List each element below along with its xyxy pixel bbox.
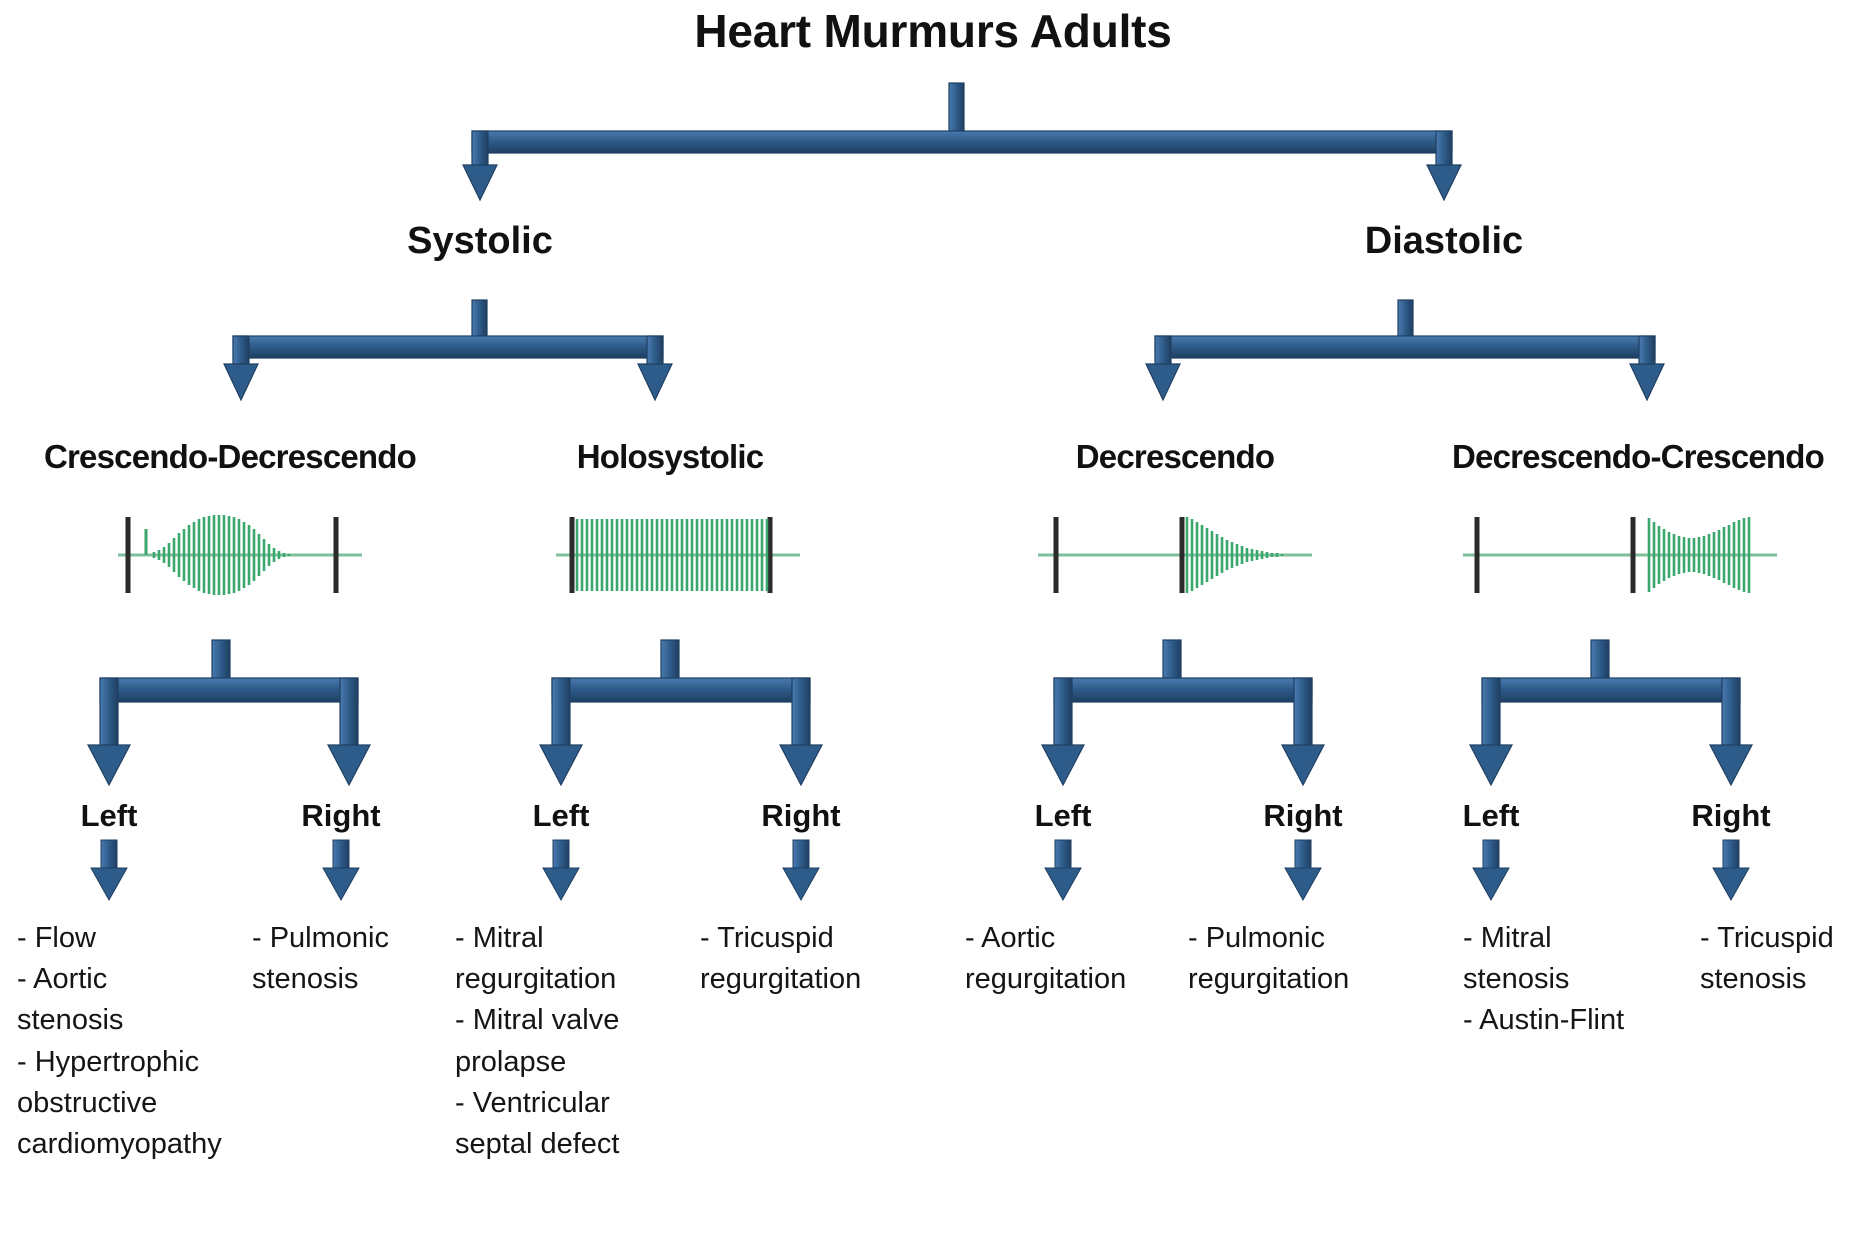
list-item: regurgitation xyxy=(700,963,862,996)
label-right-3: Right xyxy=(1263,798,1343,833)
list-item: stenosis xyxy=(17,1004,124,1037)
list-item: - Flow xyxy=(17,922,96,954)
list-item: cardiomyopathy xyxy=(17,1127,222,1160)
list-item: - Tricuspid xyxy=(700,922,834,954)
list-item: - Austin-Flint xyxy=(1463,1004,1625,1037)
label-right-4: Right xyxy=(1691,798,1771,833)
waveform-holosystolic xyxy=(556,517,800,593)
label-left-2: Left xyxy=(532,798,590,833)
list-item: - Aortic xyxy=(17,963,108,996)
list-item: stenosis xyxy=(1700,963,1807,996)
list-item: stenosis xyxy=(252,963,359,996)
label-right-1: Right xyxy=(301,798,381,833)
leaf-list-dc-right: - Tricuspid stenosis xyxy=(1700,918,1866,1000)
leaf-list-dc-left: - Mitral stenosis - Austin-Flint xyxy=(1463,918,1703,1042)
waveform-decrescendo xyxy=(1038,517,1312,593)
label-left-1: Left xyxy=(80,798,138,833)
node-decrescendo-crescendo: Decrescendo-Crescendo xyxy=(1451,438,1825,475)
waveform-crescendo-decrescendo xyxy=(118,515,362,595)
leaf-list-decr-right: - Pulmonic regurgitation xyxy=(1188,918,1438,1000)
label-left-4: Left xyxy=(1462,798,1520,833)
list-item: regurgitation xyxy=(455,963,617,996)
list-item: stenosis xyxy=(1463,963,1570,996)
list-item: - Pulmonic xyxy=(1188,922,1325,954)
label-left-3: Left xyxy=(1034,798,1092,833)
node-systolic: Systolic xyxy=(407,220,553,262)
list-item: - Aortic xyxy=(965,922,1056,954)
leaf-list-holo-right: - Tricuspid regurgitation xyxy=(700,918,940,1000)
list-item: regurgitation xyxy=(965,963,1127,996)
leaf-list-decr-left: - Aortic regurgitation xyxy=(965,918,1205,1000)
list-item: prolapse xyxy=(455,1045,567,1078)
leaf-list-holo-left: - Mitral regurgitation - Mitral valve pr… xyxy=(455,918,695,1165)
list-item: - Ventricular xyxy=(455,1086,610,1119)
list-item: - Mitral xyxy=(455,922,544,954)
list-item: - Hypertrophic xyxy=(17,1045,200,1078)
list-item: - Mitral valve xyxy=(455,1004,620,1037)
list-item: regurgitation xyxy=(1188,963,1350,996)
waveform-decrescendo-crescendo xyxy=(1463,517,1777,593)
list-item: - Tricuspid xyxy=(1700,922,1834,954)
leaf-list-cd-left: - Flow - Aortic stenosis - Hypertrophic … xyxy=(17,918,267,1165)
node-diastolic: Diastolic xyxy=(1364,220,1524,262)
list-item: obstructive xyxy=(17,1086,158,1119)
label-right-2: Right xyxy=(761,798,841,833)
list-item: septal defect xyxy=(455,1127,620,1160)
list-item: - Mitral xyxy=(1463,922,1552,954)
page-title: Heart Murmurs Adults xyxy=(694,5,1172,57)
node-decrescendo: Decrescendo xyxy=(1075,438,1275,475)
node-holosystolic: Holosystolic xyxy=(576,438,764,475)
leaf-list-cd-right: - Pulmonic stenosis xyxy=(252,918,452,1000)
list-item: - Pulmonic xyxy=(252,922,389,954)
node-crescendo-decrescendo: Crescendo-Decrescendo xyxy=(43,438,417,475)
